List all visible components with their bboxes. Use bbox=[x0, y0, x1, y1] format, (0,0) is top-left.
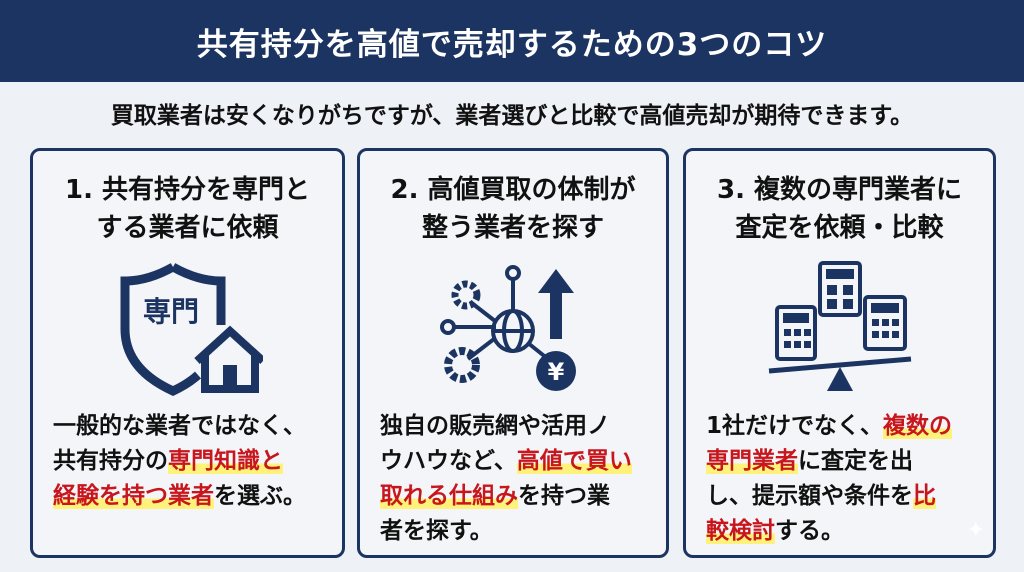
text: する。 bbox=[775, 518, 844, 544]
highlight-text: 経験を持つ業者 bbox=[53, 483, 214, 509]
text: 1社だけでなく、 bbox=[706, 413, 884, 439]
card-body: 独自の販売網や活用ノ ウハウなど、高値で買い 取れる仕組みを持つ業 者を探す。 bbox=[380, 409, 656, 549]
card-body: 1社だけでなく、複数の 専門業者に査定を出 し、提示額や条件を比 較検討する。 bbox=[706, 409, 983, 549]
text: に査定を出 bbox=[798, 448, 913, 474]
tip-card-3: 3. 複数の専門業者に査定を依頼・比較 1社だけでなく、複数の 専門業者に査定を… bbox=[683, 148, 996, 558]
tip-card-2: 2. 高値買取の体制が整う業者を探す ¥ 独自の販売網や活用ノ ウハウなど、高値… bbox=[357, 148, 669, 558]
card-body: 一般的な業者ではなく、 共有持分の専門知識と 経験を持つ業者を選ぶ。 bbox=[53, 409, 332, 514]
card-title-line: 2. 高値買取の体制が bbox=[390, 175, 636, 205]
highlight-text: 高値で買い bbox=[516, 448, 632, 474]
icon-label: 専門 bbox=[142, 295, 198, 328]
highlight-text: 専門知識と bbox=[168, 448, 283, 474]
highlight-text: 比 bbox=[913, 483, 936, 509]
card-title-line: 3. 複数の専門業者に bbox=[716, 175, 963, 205]
highlight-text: 複数の bbox=[883, 413, 953, 439]
text: 独自の販売網や活用ノ bbox=[380, 413, 610, 439]
text: 一般的な業者ではなく、 bbox=[53, 413, 306, 439]
shield-house-icon: 専門 bbox=[120, 263, 263, 396]
title-text: 共有持分を高値で売却するための3つのコツ bbox=[196, 26, 828, 63]
text: 者を探す。 bbox=[380, 518, 493, 544]
card-title-line: 査定を依頼・比較 bbox=[735, 213, 944, 243]
card-title: 1. 共有持分を専門とする業者に依頼 bbox=[33, 171, 342, 247]
card-title: 3. 複数の専門業者に査定を依頼・比較 bbox=[686, 171, 993, 247]
card-title-line: 整う業者を探す bbox=[421, 213, 604, 243]
text: ウハウなど、 bbox=[380, 448, 517, 474]
card-title: 2. 高値買取の体制が整う業者を探す bbox=[360, 171, 666, 247]
highlight-text: 較検討 bbox=[706, 518, 775, 544]
text: を選ぶ。 bbox=[214, 483, 306, 509]
yen-icon: ¥ bbox=[548, 358, 565, 386]
calculators-scale-icon bbox=[768, 261, 911, 391]
card-title-line: する業者に依頼 bbox=[96, 213, 279, 243]
sparkle-icon: ✦ bbox=[966, 518, 985, 543]
text: 共有持分の bbox=[53, 448, 168, 474]
highlight-text: 取れる仕組み bbox=[380, 483, 518, 509]
highlight-text: 専門業者 bbox=[706, 448, 798, 474]
tip-card-1: 1. 共有持分を専門とする業者に依頼 専門 一般的な業者ではなく、 共有持分の専… bbox=[30, 148, 345, 558]
network-gear-yen-icon: ¥ bbox=[440, 265, 576, 391]
subtitle: 買取業者は安くなりがちですが、業者選びと比較で高値売却が期待できます。 bbox=[110, 103, 914, 129]
text: し、提示額や条件を bbox=[706, 483, 913, 509]
card-title-line: 1. 共有持分を専門と bbox=[64, 175, 311, 205]
page-title: 共有持分を高値で売却するための3つのコツ bbox=[0, 0, 1024, 82]
text: を持つ業 bbox=[518, 483, 610, 509]
